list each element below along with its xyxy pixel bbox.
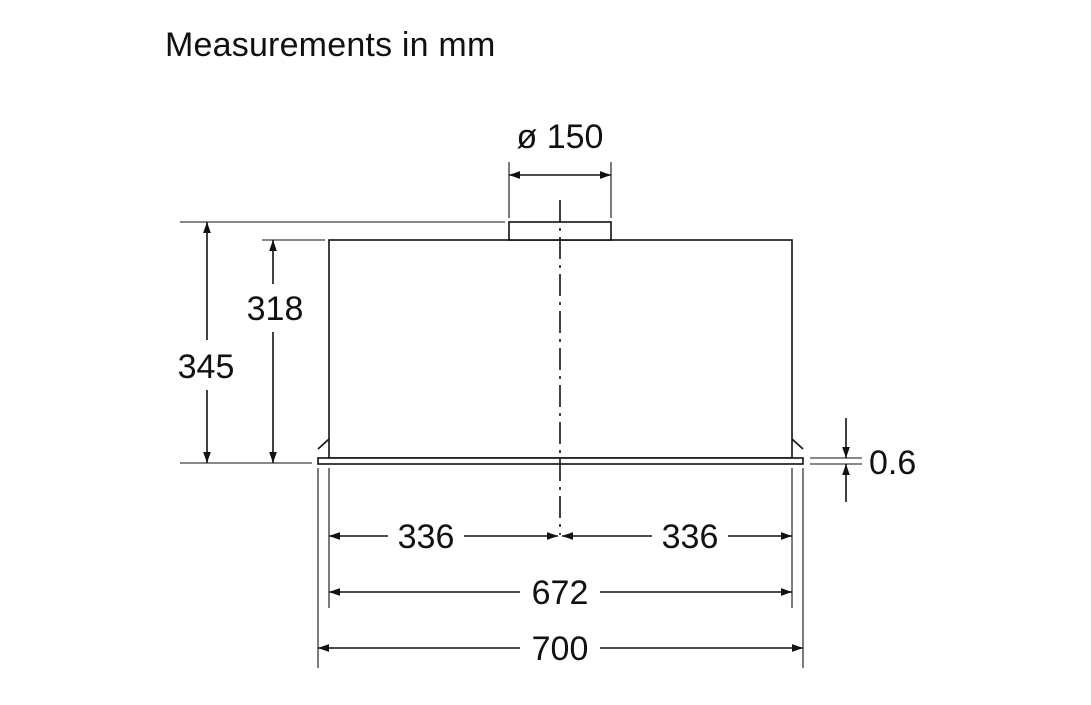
dim-flange-thickness: 0.6 [842,418,916,502]
label-body-height: 318 [247,290,304,328]
label-bg-inner-width [520,570,600,614]
label-half-width-right: 336 [662,518,719,556]
label-total-height: 345 [178,348,235,386]
left-clip [317,438,330,450]
label-bg-body-height [240,284,310,332]
right-clip [791,438,804,450]
label-duct-diameter: ø 150 [517,118,604,156]
dim-total-height: 345 [170,222,242,463]
label-bg-total-height [170,340,242,390]
label-bg-half-width-left [388,514,464,558]
dim-body-height: 318 [240,240,310,463]
label-inner-width: 672 [532,574,589,612]
dim-half-widths: 336 336 [329,514,792,558]
label-half-width-left: 336 [398,518,455,556]
label-bg-half-width-right [652,514,728,558]
label-bg-outer-width [520,626,600,670]
label-outer-width: 700 [532,630,589,668]
diagram-title: Measurements in mm [165,26,496,64]
label-flange-thickness: 0.6 [869,444,916,482]
dim-duct-diameter: ø 150 [509,118,611,179]
dim-outer-width: 700 [318,626,803,670]
dim-inner-width: 672 [329,570,792,614]
extension-lines [180,162,862,668]
